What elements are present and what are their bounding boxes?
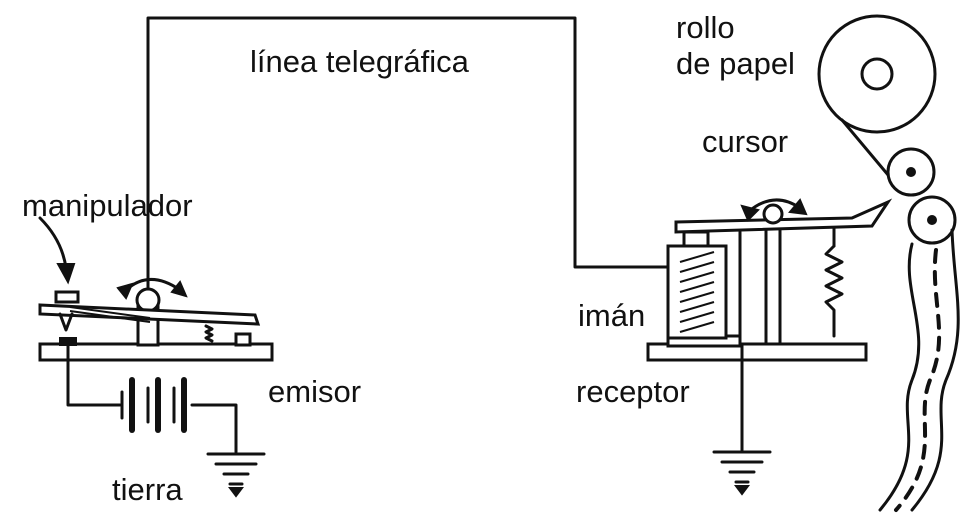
emitter-circuit [66, 343, 266, 498]
paper-marks [894, 248, 942, 512]
label-ground: tierra [112, 472, 183, 507]
emitter-pivot [135, 287, 161, 313]
label-receiver: receptor [576, 374, 690, 409]
coil-windings [679, 251, 715, 333]
receiver-base [646, 342, 868, 362]
emitter-knob [54, 290, 80, 304]
label-manipulator: manipulador [22, 188, 193, 223]
spring-icon [204, 324, 214, 343]
label-emitter: emisor [268, 374, 361, 409]
ground-symbol-icon [712, 450, 772, 496]
paper-strip [878, 242, 921, 512]
battery-icon [120, 377, 187, 433]
arrow-icon [38, 216, 76, 285]
receiver-armature [674, 198, 893, 234]
label-cursor: cursor [702, 124, 788, 159]
label-line: línea telegráfica [250, 44, 470, 79]
label-roll-2: de papel [676, 46, 795, 81]
ground-symbol-icon [206, 452, 266, 498]
label-roll-1: rollo [676, 10, 735, 45]
coil-icon [666, 244, 728, 340]
receiver [646, 198, 893, 496]
receiver-spring [824, 244, 844, 338]
label-magnet: imán [578, 298, 645, 333]
rotation-arrows-icon [740, 198, 808, 225]
rotation-arrows-icon [116, 278, 188, 300]
telegraph-line-wire [146, 16, 670, 297]
emitter-key [38, 216, 274, 362]
paper-roll [817, 14, 960, 512]
emitter-stop [234, 332, 252, 347]
